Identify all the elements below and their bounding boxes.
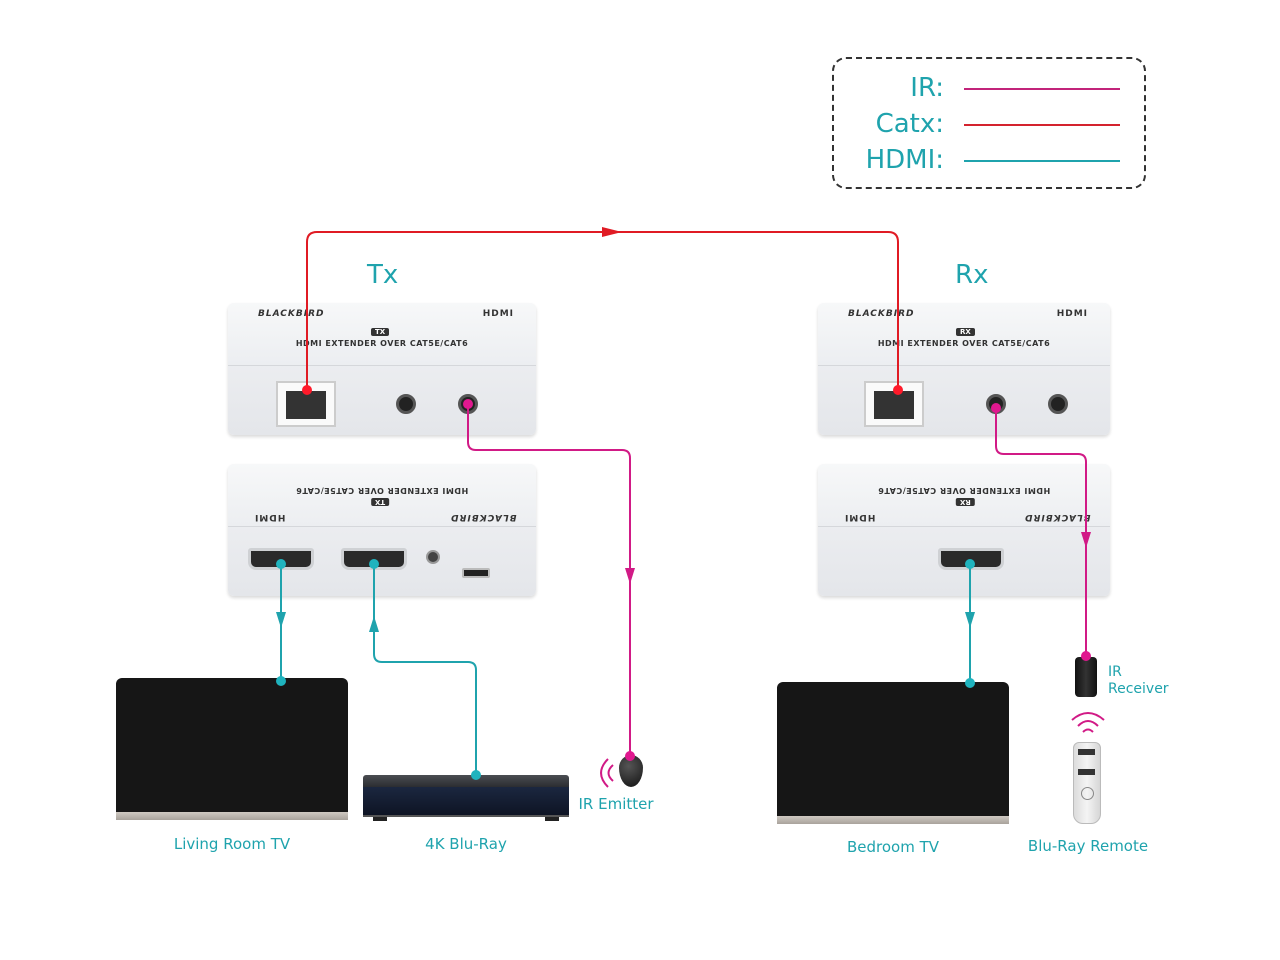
blu-ray-label: 4K Blu-Ray [425,835,507,853]
ir-out-jack [1048,394,1068,414]
rj45-port [276,381,336,427]
brand-logo: BLACKBIRD [449,512,516,522]
hdmi-arrow-bluray [369,616,379,632]
tx-badge: TX [371,498,390,506]
ir-out-jack [458,394,478,414]
rx-unit-front: BLACKBIRD HDMI RX HDMI EXTENDER OVER CAT… [818,303,1110,435]
ir-signal-icon [600,758,614,788]
hdmi-in-port [341,548,407,570]
blu-ray-player [363,775,569,821]
brand-logo: BLACKBIRD [258,309,325,319]
ir-in-jack [396,394,416,414]
bedroom-tv-label: Bedroom TV [846,838,940,856]
hdmi-logo: HDMI [1056,309,1088,319]
model-text: HDMI EXTENDER OVER CAT5E/CAT6 [295,339,469,348]
rj45-port [864,381,924,427]
rx-unit-back: HDMI EXTENDER OVER CAT5E/CAT6 RX HDMI BL… [818,464,1110,596]
legend-line-catx [964,124,1120,126]
ir-in-jack [986,394,1006,414]
rx-badge: RX [956,498,975,506]
catx-arrow [602,227,622,237]
ir-receiver-label: IR Receiver [1108,664,1169,697]
remote-label: Blu-Ray Remote [1027,837,1149,855]
model-text: HDMI EXTENDER OVER CAT5E/CAT6 [295,486,469,495]
hdmi-out-port [938,548,1004,570]
living-room-tv-label: Living Room TV [173,835,291,853]
brand-logo: BLACKBIRD [848,309,915,319]
legend-label-catx: Catx: [875,109,944,139]
hdmi-logo: HDMI [482,309,514,319]
hdmi-logo: HDMI [254,512,286,522]
blu-ray-remote [1073,742,1101,824]
tx-unit-front: BLACKBIRD HDMI TX HDMI EXTENDER OVER CAT… [228,303,536,435]
hdmi-logo: HDMI [844,512,876,522]
ir-signal-icon [1071,712,1105,733]
legend-line-ir [964,88,1120,90]
ir-arrow-tx [625,568,635,584]
brand-logo: BLACKBIRD [1023,512,1090,522]
model-text: HDMI EXTENDER OVER CAT5E/CAT6 [877,339,1051,348]
ir-emitter-label: IR Emitter [578,795,654,813]
bedroom-tv [777,682,1009,824]
legend-label-hdmi: HDMI: [865,145,944,175]
tx-label: Tx [367,260,399,290]
model-text: HDMI EXTENDER OVER CAT5E/CAT6 [877,486,1051,495]
ir-receiver [1075,657,1097,697]
living-room-tv [116,678,348,820]
hdmi-out-port [248,548,314,570]
rx-badge: RX [956,328,975,336]
hdmi-arrow-tv1 [276,612,286,628]
ir-emitter [619,755,643,787]
hdmi-arrow-tv2 [965,612,975,628]
edid-button [426,550,440,564]
legend-line-hdmi [964,160,1120,162]
rx-label: Rx [955,260,989,290]
tx-unit-back: HDMI EXTENDER OVER CAT5E/CAT6 TX HDMI BL… [228,464,536,596]
legend: IR: Catx: HDMI: [832,57,1146,189]
tx-badge: TX [371,328,390,336]
legend-label-ir: IR: [910,73,944,103]
power-port [462,568,490,578]
